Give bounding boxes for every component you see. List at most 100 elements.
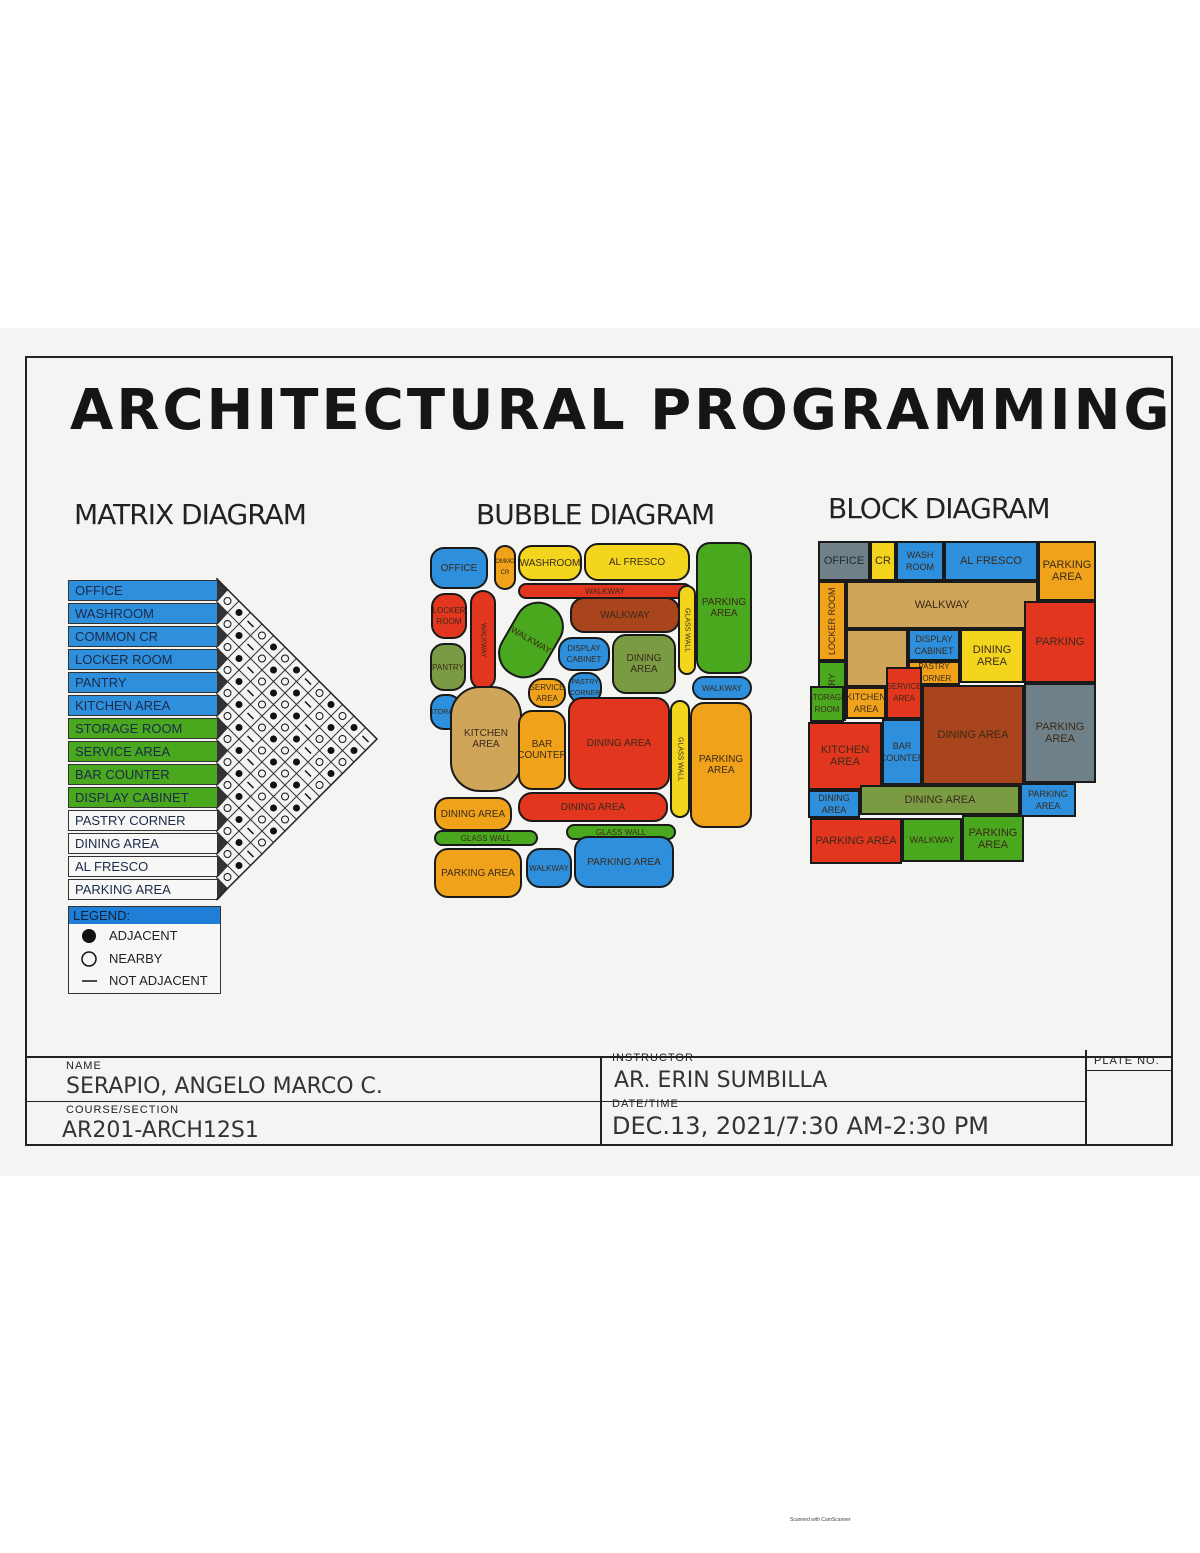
matrix-nearby-circle — [338, 712, 347, 720]
matrix-adjacent-dot — [235, 609, 243, 616]
matrix-not-adjacent-mark — [246, 666, 255, 674]
bubble-walkway-right: WALKWAY — [692, 676, 752, 700]
title-block-divider — [600, 1056, 602, 1146]
bubble-dining-left: DINING AREA — [434, 797, 512, 831]
matrix-nearby-circle — [223, 735, 232, 743]
block-al-fresco: AL FRESCO — [944, 541, 1038, 581]
block-kitchen-small: KITCHEN AREA — [846, 687, 886, 719]
matrix-nearby-circle — [223, 804, 232, 812]
matrix-nearby-circle — [258, 677, 266, 686]
matrix-not-adjacent-mark — [246, 850, 255, 858]
block-dining-2: DINING AREA — [808, 790, 860, 818]
bubble-parking-4: PARKING AREA — [574, 836, 674, 888]
matrix-adjacent-dot — [293, 781, 300, 789]
matrix-adjacent-dot — [293, 804, 300, 812]
matrix-nearby-circle — [258, 838, 266, 847]
block-cr: CR — [870, 541, 896, 581]
bubble-diagram-title: BUBBLE DIAGRAM — [476, 498, 715, 531]
nearby-circle-icon — [81, 951, 97, 967]
matrix-grid-line — [216, 589, 228, 602]
matrix-adjacent-dot — [350, 724, 358, 731]
matrix-adjacent-dot — [327, 770, 335, 777]
matrix-adjacent-dot — [235, 747, 243, 754]
bubble-parking-3: PARKING AREA — [434, 848, 522, 898]
matrix-row-label: KITCHEN AREA — [68, 695, 218, 716]
matrix-adjacent-dot — [350, 747, 358, 754]
legend-nearby: NEARBY — [109, 951, 163, 966]
bubble-walkway-vertical: WALKWAY — [470, 590, 496, 690]
matrix-row-label: LOCKER ROOM — [68, 649, 218, 670]
matrix-adjacent-dot — [235, 701, 243, 708]
matrix-nearby-circle — [258, 769, 266, 778]
matrix-row-arrow — [218, 763, 228, 785]
matrix-nearby-circle — [258, 723, 266, 732]
matrix-grid-line — [216, 658, 297, 740]
bubble-glass-wall-bottom-1: GLASS WALL — [434, 830, 538, 846]
matrix-grid-line — [216, 600, 240, 625]
block-display-cabinet: DISPLAY CABINET — [908, 629, 960, 661]
matrix-grid-line — [216, 681, 320, 786]
bubble-washroom: WASHROOM — [518, 545, 582, 581]
matrix-nearby-circle — [258, 654, 266, 663]
matrix-adjacent-dot — [235, 839, 243, 846]
matrix-row-arrow — [218, 648, 228, 670]
bubble-dining-small: DINING AREA — [612, 634, 676, 694]
adjacent-dot-icon — [82, 929, 96, 943]
matrix-not-adjacent-mark — [246, 827, 255, 835]
bubble-service-area: SERVICE AREA — [528, 678, 566, 708]
block-parking-4: PARKING AREA — [962, 815, 1024, 862]
matrix-nearby-circle — [315, 735, 324, 743]
matrix-not-adjacent-mark — [246, 689, 255, 697]
plate-no-label: PLATE NO. — [1094, 1055, 1160, 1067]
bubble-parking-1: PARKING AREA — [696, 542, 752, 674]
block-office: OFFICE — [818, 541, 870, 581]
matrix-adjacent-dot — [270, 666, 277, 674]
bubble-dining-main: DINING AREA — [568, 697, 670, 790]
matrix-grid — [216, 578, 379, 901]
matrix-row-arrow — [218, 671, 228, 693]
matrix-not-adjacent-mark — [246, 781, 255, 789]
matrix-adjacent-dot — [235, 678, 243, 685]
instructor-label: INSTRUCTOR — [612, 1052, 694, 1064]
matrix-nearby-circle — [338, 758, 347, 766]
bubble-parking-2: PARKING AREA — [690, 702, 752, 828]
matrix-nearby-circle — [223, 827, 232, 835]
block-service-area: SERVICE AREA — [886, 667, 922, 719]
matrix-nearby-circle — [223, 850, 232, 858]
matrix-adjacent-dot — [293, 712, 300, 720]
bubble-locker-room: LOCKER ROOM — [431, 593, 467, 639]
matrix-row-arrow — [218, 625, 228, 647]
instructor-value: AR. ERIN SUMBILLA — [614, 1068, 828, 1093]
matrix-nearby-circle — [281, 723, 289, 732]
matrix-adjacent-dot — [270, 689, 277, 697]
matrix-nearby-circle — [281, 700, 289, 709]
block-parking-2: PARKING AREA — [1020, 783, 1076, 817]
block-parking-1: PARKING AREA — [1038, 541, 1096, 601]
bubble-walkway-upper: WALKWAY — [570, 597, 680, 633]
matrix-row-arrow — [218, 602, 228, 624]
matrix-adjacent-dot — [235, 632, 243, 639]
matrix-nearby-circle — [315, 758, 324, 766]
bubble-kitchen-area: KITCHEN AREA — [450, 686, 522, 792]
matrix-row-label: DISPLAY CABINET — [68, 787, 218, 808]
matrix-adjacent-dot — [270, 758, 277, 766]
matrix-row-label: PARKING AREA — [68, 879, 218, 900]
bubble-common-cr: COMMON CR — [494, 545, 516, 590]
block-walkway-2: WALKWAY — [902, 818, 962, 862]
matrix-nearby-circle — [281, 792, 289, 801]
block-kitchen-area: KITCHEN AREA — [808, 722, 882, 790]
matrix-nearby-circle — [223, 643, 232, 651]
matrix-not-adjacent-mark — [246, 643, 255, 651]
block-locker-room: LOCKER ROOM — [818, 581, 846, 661]
matrix-row-arrow — [218, 832, 228, 854]
matrix-row-arrow — [218, 740, 228, 762]
title-block-top-line — [25, 1056, 1173, 1058]
matrix-not-adjacent-mark — [304, 700, 312, 709]
legend-title: LEGEND: — [69, 907, 220, 924]
matrix-nearby-circle — [258, 815, 266, 824]
matrix-nearby-circle — [223, 758, 232, 766]
matrix-row-arrow — [218, 579, 228, 601]
matrix-adjacent-dot — [235, 816, 243, 823]
matrix-nearby-circle — [258, 746, 266, 755]
matrix-grid-line — [216, 830, 251, 866]
